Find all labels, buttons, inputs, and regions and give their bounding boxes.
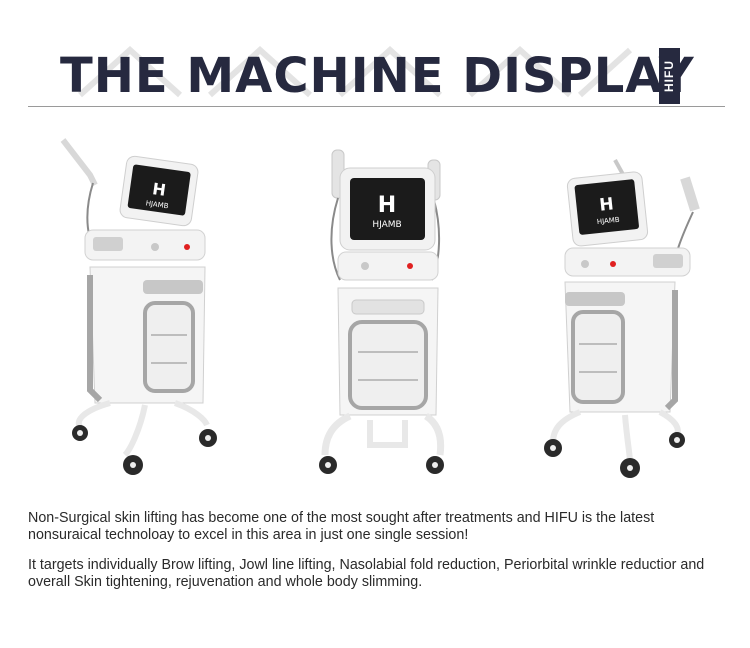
description: Non-Surgical skin lifting has become one… xyxy=(28,510,728,604)
machine-center: H HJAMB xyxy=(319,149,445,474)
page-title: THE MACHINE DISPLAY xyxy=(60,48,695,104)
svg-text:HJAMB: HJAMB xyxy=(372,220,401,230)
machine-gallery: H HJAMB H HJAMB xyxy=(0,130,750,500)
divider xyxy=(28,106,725,107)
svg-text:H: H xyxy=(378,193,396,218)
decorative-lines xyxy=(77,45,633,98)
svg-text:HJAMB: HJAMB xyxy=(145,199,169,210)
header: THE MACHINE DISPLAY HIFU xyxy=(0,0,750,110)
machine-right: H HJAMB xyxy=(544,159,700,478)
hifu-badge: HIFU xyxy=(659,48,680,104)
svg-text:HJAMB: HJAMB xyxy=(596,216,620,226)
svg-text:H: H xyxy=(151,179,167,200)
description-paragraph-2: It targets individually Brow lifting, Jo… xyxy=(28,557,705,590)
description-paragraph-1: Non-Surgical skin lifting has become one… xyxy=(28,510,655,543)
machine-left: H HJAMB xyxy=(60,138,217,475)
svg-text:H: H xyxy=(598,194,614,215)
